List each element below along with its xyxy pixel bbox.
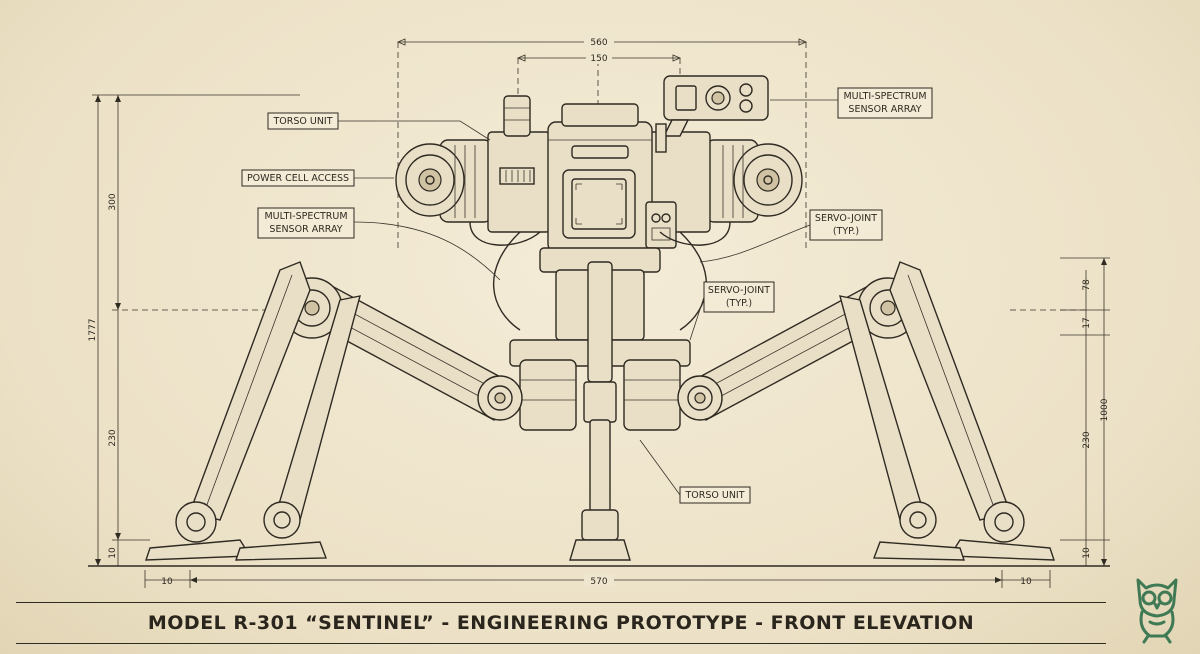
cable bbox=[493, 231, 521, 331]
callout-sensor-top: MULTI-SPECTRUM SENSOR ARRAY bbox=[770, 87, 933, 119]
pelvis bbox=[509, 247, 691, 431]
dim-label: 10 bbox=[1082, 547, 1092, 559]
dim-label: 570 bbox=[590, 577, 607, 587]
top-canister bbox=[503, 95, 531, 137]
dim-left-overall: 1777 bbox=[88, 94, 300, 566]
callout-label: TORSO UNIT bbox=[684, 490, 744, 501]
callout-label: MULTI-SPECTRUM bbox=[264, 211, 347, 222]
callout-servo-right: SERVO-JOINT (TYP.) bbox=[699, 209, 883, 263]
center-strut bbox=[569, 261, 631, 561]
dim-label: 17 bbox=[1082, 317, 1092, 328]
cable bbox=[469, 221, 541, 246]
dim-label: 300 bbox=[108, 193, 118, 210]
dim-label: 230 bbox=[1082, 431, 1092, 448]
callout-power-cell: POWER CELL ACCESS bbox=[241, 169, 394, 187]
dim-label: 10 bbox=[161, 577, 173, 587]
callout-label: SERVO-JOINT bbox=[708, 285, 770, 296]
callout-servo-center: SERVO-JOINT (TYP.) bbox=[689, 281, 775, 341]
callout-label: SERVO-JOINT bbox=[815, 213, 877, 224]
callout-sensor-left: MULTI-SPECTRUM SENSOR ARRAY bbox=[257, 207, 501, 281]
dim-label: 10 bbox=[1020, 577, 1032, 587]
drawing-title: MODEL R-301 “SENTINEL” - ENGINEERING PRO… bbox=[147, 612, 975, 634]
callout-torso-unit-bottom: TORSO UNIT bbox=[639, 439, 751, 504]
dim-label: 78 bbox=[1082, 279, 1092, 291]
dim-bottom: 10 570 10 bbox=[144, 570, 1051, 588]
left-leg-lower bbox=[145, 261, 311, 561]
callout-torso-unit-top: TORSO UNIT bbox=[267, 112, 491, 141]
dim-left-foot: 10 bbox=[108, 539, 150, 566]
callout-label: MULTI-SPECTRUM bbox=[843, 91, 926, 102]
callout-label: TORSO UNIT bbox=[272, 116, 332, 127]
dim-label: 560 bbox=[590, 38, 607, 48]
vent-grille bbox=[499, 167, 535, 185]
dim-label: 150 bbox=[590, 54, 607, 64]
right-shoulder-pod bbox=[705, 139, 803, 223]
dim-right-set: 78 17 1000 230 10 bbox=[1060, 257, 1110, 566]
right-leg-inner bbox=[839, 295, 965, 561]
torso-left-block bbox=[487, 131, 551, 233]
dim-left-upper: 300 bbox=[108, 95, 121, 310]
dim-label: 230 bbox=[108, 429, 118, 446]
central-torso bbox=[547, 103, 653, 253]
dim-label: 10 bbox=[108, 547, 118, 559]
callout-label: SENSOR ARRAY bbox=[848, 104, 921, 115]
callout-label: POWER CELL ACCESS bbox=[247, 173, 349, 184]
dim-left-lower: 230 bbox=[108, 310, 121, 540]
owl-icon bbox=[1136, 578, 1178, 644]
title-block: MODEL R-301 “SENTINEL” - ENGINEERING PRO… bbox=[16, 602, 1106, 644]
dim-label: 1777 bbox=[88, 319, 98, 342]
callout-label: SENSOR ARRAY bbox=[269, 224, 342, 235]
dim-top-inner: 150 bbox=[516, 52, 682, 64]
left-shoulder-pod bbox=[395, 139, 493, 223]
dim-top-overall: 560 bbox=[396, 36, 808, 48]
callout-label: (TYP.) bbox=[833, 226, 859, 237]
sensor-head bbox=[655, 75, 769, 153]
left-leg-inner bbox=[235, 295, 361, 561]
control-panel bbox=[645, 201, 677, 249]
cable bbox=[679, 231, 707, 331]
cable bbox=[659, 221, 731, 246]
callout-label: (TYP.) bbox=[726, 298, 752, 309]
dim-label: 1000 bbox=[1100, 398, 1110, 421]
right-leg-lower bbox=[889, 261, 1055, 561]
